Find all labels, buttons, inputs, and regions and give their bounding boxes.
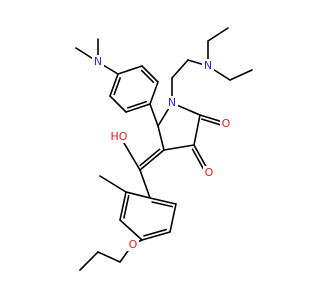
bond-net-b2 — [229, 69, 253, 81]
bond-ch2-ch2 — [171, 59, 189, 79]
bond-c3-o-inner — [191, 148, 206, 172]
bond-ring1-f-inner — [113, 77, 121, 96]
bond-exocyclic-alkene-inner — [139, 148, 161, 167]
bond-c3-c4 — [163, 144, 195, 151]
bond-ring2-c — [141, 231, 171, 241]
bond-net-a2 — [207, 27, 229, 42]
bond-ring1-e — [109, 95, 127, 113]
bond-propyl-b — [79, 251, 99, 271]
atom-n-ring: N — [166, 96, 178, 109]
bond-ring2-b — [169, 203, 177, 233]
atom-o-hydroxy: HO — [108, 130, 130, 143]
bond-aryl-methyl — [99, 175, 127, 193]
bond-ring1-d — [125, 103, 151, 113]
bond-exocyclic-alkene — [139, 149, 165, 171]
bond-alkene-aryl — [139, 169, 151, 199]
atom-o-lactam: O — [220, 117, 232, 130]
bond-propyl-a — [97, 251, 121, 263]
atom-label-n-amine-top: N — [94, 55, 102, 68]
bond-ring2-a — [149, 197, 177, 205]
atom-n-diethyl: N — [202, 59, 214, 72]
atom-label-o-ketone: O — [205, 166, 214, 179]
atom-label-o-lactam: O — [222, 117, 231, 130]
bond-ring2-d — [119, 219, 143, 241]
bond-ring1-f — [109, 73, 119, 97]
bond-ring1-c — [149, 81, 159, 105]
bond-c2-o-inner — [201, 118, 223, 127]
bond-ring1-b — [141, 65, 159, 83]
atom-n-amine-top: N — [92, 55, 104, 68]
bond-ring2-a-inner — [151, 201, 174, 208]
bond-ring2-c-inner — [143, 228, 167, 237]
bond-ring1-b-inner — [140, 69, 155, 84]
bond-ring1-d-inner — [126, 100, 147, 109]
atom-label-n-ring: N — [168, 96, 176, 109]
bond-ring2-e — [119, 191, 127, 221]
atom-o-ketone: O — [203, 166, 215, 179]
bond-ring2-f — [125, 191, 151, 199]
bond-aryl-c5 — [149, 103, 159, 127]
bond-c2-c3 — [193, 114, 201, 146]
bond-ring1-a — [117, 65, 143, 75]
atom-label-n-diethyl: N — [204, 59, 212, 72]
atom-label-o-hydroxy: HO — [111, 130, 128, 143]
bond-c-oh — [123, 142, 141, 171]
atom-label-o-ether: O — [129, 238, 138, 251]
atom-label-layer: N N N O O HO O — [92, 55, 232, 251]
atom-o-ether: O — [127, 238, 139, 251]
molecule-diagram: N N N O O HO O — [75, 27, 253, 271]
bond-c4-c5 — [157, 125, 165, 151]
bond-ring2-e-inner — [123, 194, 130, 219]
